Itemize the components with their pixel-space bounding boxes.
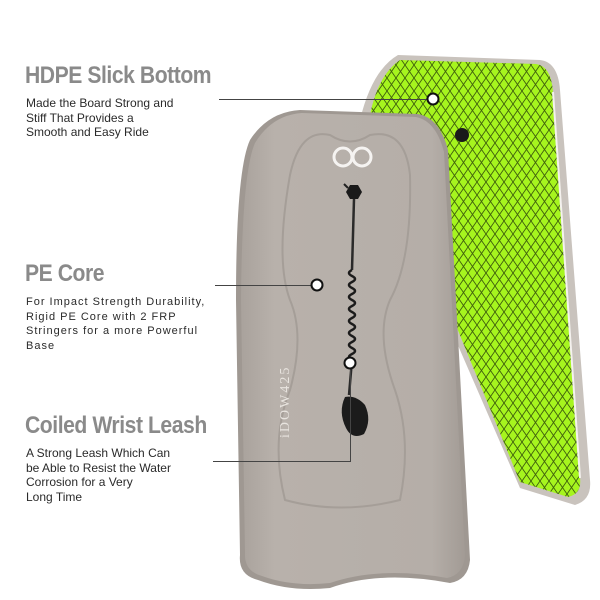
wrist-cuff <box>341 396 369 436</box>
leash-plug-back <box>455 128 469 142</box>
callout-vline-leash <box>350 366 351 462</box>
callout-line-hdpe <box>219 99 427 100</box>
feature-title-leash: Coiled Wrist Leash <box>25 412 207 439</box>
feature-desc-leash: A Strong Leash Which Can be Able to Resi… <box>26 446 171 504</box>
feature-desc-hdpe: Made the Board Strong and Stiff That Pro… <box>26 96 174 139</box>
leash-plug-front <box>346 185 362 199</box>
callout-line-pe-core <box>215 285 312 286</box>
feature-title-pe-core: PE Core <box>25 260 105 287</box>
infinity-logo-icon <box>332 146 373 168</box>
feature-desc-pe-core: For Impact Strength Durability, Rigid PE… <box>26 296 206 352</box>
callout-dot-leash <box>343 356 357 370</box>
coiled-leash <box>347 268 357 362</box>
callout-dot-pe-core <box>310 278 324 292</box>
callout-line-leash <box>213 461 351 462</box>
callout-dot-hdpe <box>426 92 440 106</box>
feature-title-hdpe: HDPE Slick Bottom <box>25 62 212 89</box>
board-model-print: iDOW425 <box>278 365 293 438</box>
